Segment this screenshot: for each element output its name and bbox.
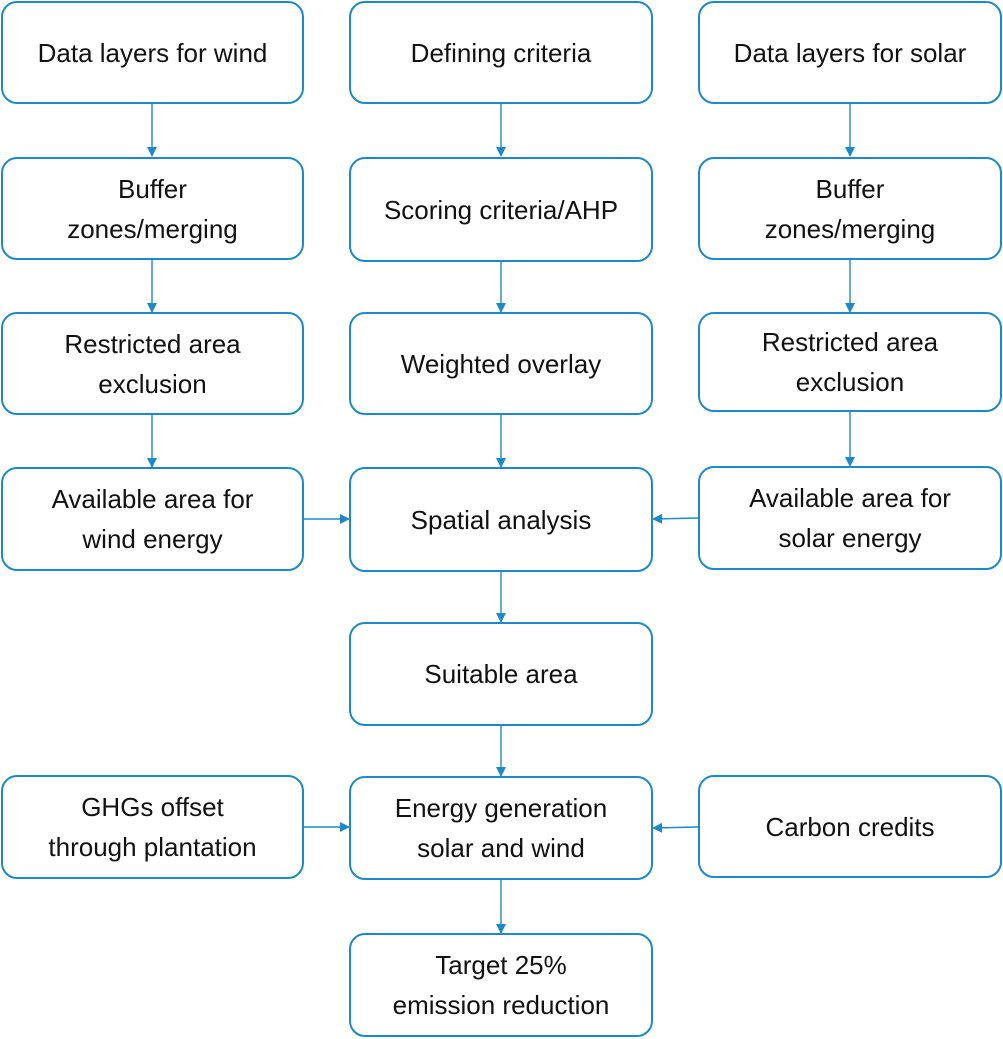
node-scoring-criteria-label: Scoring criteria/AHP [383,194,619,225]
node-buffer-zones-solar-label: Buffer zones/merging [764,173,936,244]
node-ghg-offset: GHGs offset through plantation [1,775,304,879]
node-available-area-wind-label: Available area for wind energy [51,484,254,554]
arrow-available-solar-to-spatial [652,513,699,524]
node-energy-generation-label: Energy generation solar and wind [394,793,608,863]
node-available-area-solar-label: Available area for solar energy [749,483,951,553]
node-restricted-area-wind-label: Restricted area exclusion [64,328,241,399]
node-target-emission-reduction: Target 25% emission reduction [349,933,653,1037]
node-weighted-overlay: Weighted overlay [349,312,653,415]
node-defining-criteria-label: Defining criteria [410,37,592,68]
node-restricted-area-solar-label: Restricted area exclusion [761,327,939,397]
node-spatial-analysis-label: Spatial analysis [410,504,592,535]
node-ghg-offset-label: GHGs offset through plantation [48,792,257,862]
node-restricted-area-solar: Restricted area exclusion [698,312,1002,412]
node-available-area-solar: Available area for solar energy [698,466,1002,570]
node-defining-criteria: Defining criteria [349,1,653,104]
node-buffer-zones-solar: Buffer zones/merging [698,157,1002,260]
node-target-emission-reduction-label: Target 25% emission reduction [392,950,610,1020]
node-energy-generation: Energy generation solar and wind [349,776,653,880]
node-available-area-wind: Available area for wind energy [1,467,304,571]
node-weighted-overlay-label: Weighted overlay [400,348,602,379]
node-spatial-analysis: Spatial analysis [349,467,653,572]
node-buffer-zones-wind: Buffer zones/merging [1,157,304,260]
node-data-layers-solar-label: Data layers for solar [733,37,967,68]
node-carbon-credits: Carbon credits [698,775,1002,878]
node-carbon-credits-label: Carbon credits [765,811,935,842]
node-suitable-area: Suitable area [349,622,653,726]
node-data-layers-wind-label: Data layers for wind [37,37,268,68]
node-restricted-area-wind: Restricted area exclusion [1,312,304,415]
node-buffer-zones-wind-label: Buffer zones/merging [67,173,238,244]
arrow-carbon-credits-to-energy-generation [652,822,699,833]
node-data-layers-wind: Data layers for wind [1,1,304,104]
node-data-layers-solar: Data layers for solar [698,1,1002,104]
node-scoring-criteria: Scoring criteria/AHP [349,157,653,262]
node-suitable-area-label: Suitable area [424,659,578,689]
